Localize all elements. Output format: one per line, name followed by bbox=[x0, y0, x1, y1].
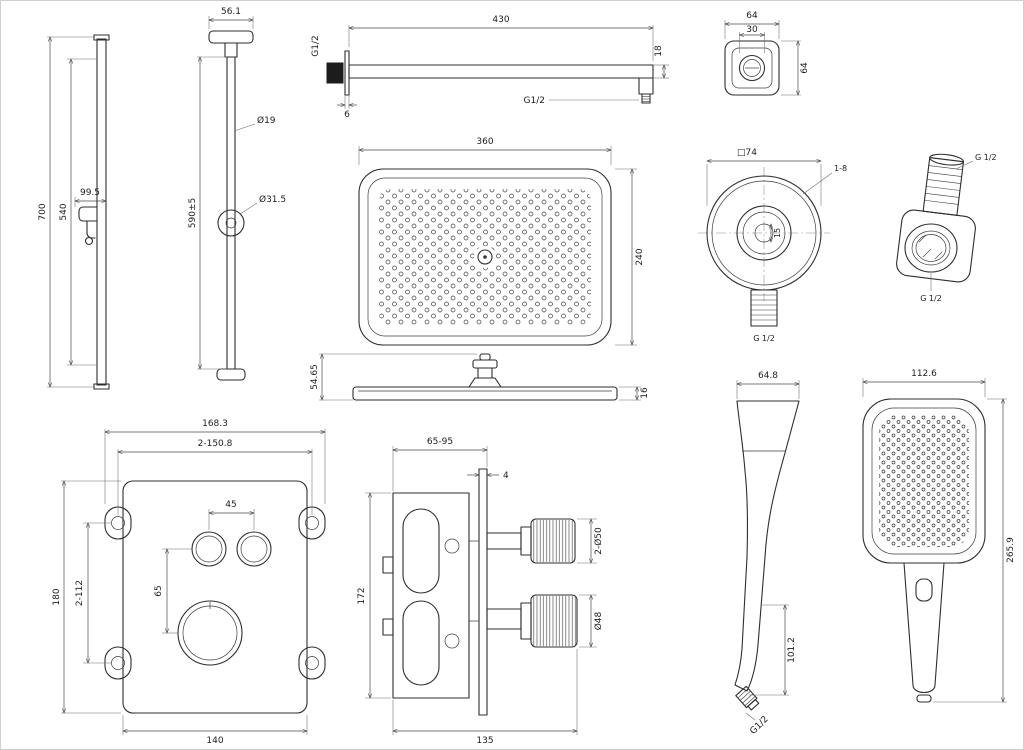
dim-label-overall-depth: 135 bbox=[476, 736, 493, 746]
rough-in-body bbox=[392, 492, 470, 699]
diverter-button-left bbox=[191, 531, 227, 567]
dim-label-head-depth: 240 bbox=[635, 248, 645, 265]
dim-label-arm-tube-height: 18 bbox=[654, 45, 664, 57]
diverter-button-right bbox=[236, 531, 272, 567]
dim-label-slidebar-rail-height: 540 bbox=[59, 203, 69, 220]
dim-label-handle-spacing: 45 bbox=[225, 500, 236, 510]
wall-outlet-front-view: G 1/2 □74 1-8 15 bbox=[698, 148, 847, 343]
rain-head-face-view: 360 240 bbox=[359, 137, 645, 345]
dim-label-body-height: 172 bbox=[357, 587, 367, 604]
dim-label-hand-grip-length: 101.2 bbox=[787, 637, 797, 663]
hand-shower-profile bbox=[734, 400, 800, 692]
dim-label-handle-dia: Ø48 bbox=[593, 611, 604, 630]
trim-plate bbox=[122, 480, 308, 714]
dim-label-outlet-face-size: □74 bbox=[737, 148, 757, 158]
dim-label-slider-diameter: Ø31.5 bbox=[259, 194, 286, 205]
slide-bar-front-view: Ø31.5 Ø19 56.1 590±5 bbox=[188, 7, 286, 381]
dim-label-rail-diameter: Ø19 bbox=[257, 115, 276, 126]
square-escutcheon-view: 64 30 64 bbox=[725, 11, 810, 95]
dim-label-escutcheon-width: 64 bbox=[746, 11, 758, 21]
arm-tube bbox=[348, 64, 654, 79]
dim-label-hand-head-depth: 64.8 bbox=[758, 371, 778, 381]
dim-label-head-side-height: 54.65 bbox=[310, 364, 320, 390]
dim-label-outlet-thread: G 1/2 bbox=[753, 334, 775, 343]
holder-knob bbox=[84, 236, 94, 246]
slider-bracket bbox=[78, 206, 98, 222]
dim-label-rail-length: 590±5 bbox=[188, 198, 198, 228]
dim-label-head-width: 360 bbox=[476, 137, 493, 147]
dim-label-hole-spacing-h: 2-150.8 bbox=[198, 439, 233, 449]
dim-label-iso-top-thread: G 1/2 bbox=[975, 153, 997, 162]
valve-trim-front-view: 168.3 2-150.8 45 180 2-112 65 140 bbox=[52, 419, 325, 746]
dim-label-handle-dia-pair: 2-Ø50 bbox=[593, 527, 604, 555]
slide-bar-side-view: 700 540 99.5 bbox=[38, 34, 110, 390]
valve-side-view: 65-95 4 172 2-Ø50 Ø48 135 bbox=[357, 437, 604, 746]
dim-label-iso-front-thread: G 1/2 bbox=[920, 294, 942, 303]
dim-label-hand-total-length: 265.9 bbox=[1006, 537, 1016, 563]
knurled-handle-bottom bbox=[530, 594, 578, 648]
hand-shower-handle bbox=[903, 562, 945, 694]
dim-label-plate-width: 140 bbox=[206, 736, 223, 746]
dim-label-arm-outlet-thread: G1/2 bbox=[524, 96, 545, 106]
dim-label-outlet-center: 15 bbox=[773, 228, 782, 238]
dim-label-escutcheon-inner: 30 bbox=[746, 25, 758, 35]
dim-label-plate-width-overall: 168.3 bbox=[202, 419, 228, 429]
ball-joint-connector bbox=[479, 353, 491, 361]
dim-label-arm-inlet-thread: G1/2 bbox=[311, 35, 321, 56]
dim-label-escutcheon-height: 64 bbox=[800, 62, 810, 74]
dim-label-arm-flange-thickness: 6 bbox=[344, 110, 350, 120]
dim-label-plate-thickness: 4 bbox=[503, 471, 509, 481]
dim-label-arm-length: 430 bbox=[492, 15, 509, 25]
rail bbox=[226, 56, 236, 370]
mode-button bbox=[915, 578, 933, 602]
hand-shower-side-view: 64.8 101.2 G1/2 bbox=[734, 371, 800, 737]
dim-label-outlet-note: 1-8 bbox=[834, 164, 847, 173]
hand-nozzle-dot-pattern bbox=[879, 415, 969, 547]
slider-knob bbox=[217, 209, 245, 237]
hand-shower-front-view: 112.6 265.9 bbox=[863, 369, 1016, 702]
dim-label-slidebar-total-height: 700 bbox=[38, 203, 48, 220]
dim-label-depth-range: 65-95 bbox=[427, 437, 453, 447]
dim-label-bracket-width: 56.1 bbox=[221, 7, 241, 17]
inlet-thread-block bbox=[326, 62, 344, 84]
outlet-thread-nipple bbox=[750, 289, 778, 327]
temperature-knob bbox=[177, 600, 243, 666]
rain-head-side-view: 54.65 16 bbox=[310, 354, 650, 400]
trim-plate-edge bbox=[478, 468, 488, 716]
dim-label-hole-spacing-v: 2-112 bbox=[75, 580, 85, 606]
wall-outlet-iso-view: G 1/2 G 1/2 bbox=[896, 153, 997, 303]
wall-bracket bbox=[208, 30, 254, 44]
dim-label-slidebar-bracket-depth: 99.5 bbox=[80, 188, 100, 198]
dim-label-plate-height: 180 bbox=[52, 588, 62, 605]
dim-label-hand-head-width: 112.6 bbox=[911, 369, 937, 379]
dim-label-head-edge-thickness: 16 bbox=[640, 387, 650, 399]
shower-arm-view: 430 G1/2 18 G1/2 6 bbox=[311, 15, 669, 120]
knurled-handle-top bbox=[530, 518, 576, 564]
dim-label-handle-offset: 65 bbox=[154, 585, 164, 596]
